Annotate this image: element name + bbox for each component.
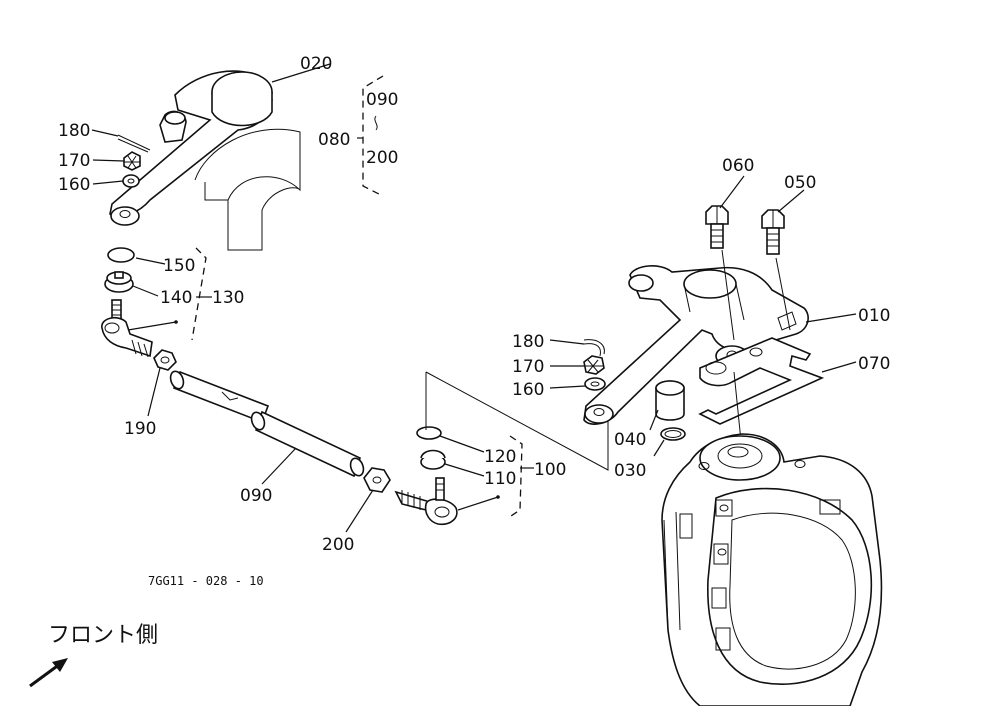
label-040: 040	[614, 430, 646, 450]
bushing-040	[655, 380, 685, 421]
bracket-100	[507, 435, 523, 519]
boot-140	[104, 271, 134, 293]
label-020: 020	[300, 54, 332, 74]
label-060: 060	[722, 156, 754, 176]
label-110: 110	[484, 469, 516, 489]
label-090-range-start: 090	[366, 90, 398, 110]
bolt-050	[761, 209, 785, 255]
leader-180-left	[91, 129, 119, 137]
leader-120	[439, 435, 485, 453]
cotter-pin-180-left	[117, 134, 151, 153]
label-030: 030	[614, 461, 646, 481]
label-050: 050	[784, 173, 816, 193]
leader-090	[261, 447, 297, 485]
label-090: 090	[240, 486, 272, 506]
label-170-left: 170	[58, 151, 90, 171]
label-180-right: 180	[512, 332, 544, 352]
leader-tie-rod-left	[127, 321, 177, 331]
label-080: 080	[318, 130, 350, 150]
leader-030	[653, 439, 665, 457]
label-160-right: 160	[512, 380, 544, 400]
washer-160-right	[584, 377, 606, 391]
leader-060	[719, 175, 745, 209]
leader-160-left	[92, 180, 124, 185]
label-100: 100	[534, 460, 566, 480]
spacer-plate-070	[698, 337, 825, 425]
leader-tie-rod-right	[457, 496, 499, 511]
leader-070	[821, 361, 857, 373]
label-170-right: 170	[512, 357, 544, 377]
washer-160-left	[122, 174, 140, 188]
tie-rod-end-left	[101, 299, 178, 358]
leader-050	[777, 189, 805, 213]
bolt-axis-line-050	[775, 257, 791, 331]
castle-nut-170-left	[123, 151, 141, 171]
leader-190	[147, 367, 161, 417]
cotter-pin-180-right	[583, 339, 605, 357]
leader-170-left	[92, 159, 125, 162]
label-120: 120	[484, 447, 516, 467]
castle-nut-170-right	[583, 355, 605, 375]
tie-rod-pipe-090	[169, 370, 365, 478]
leader-140	[132, 285, 159, 297]
dust-cover-120	[416, 426, 442, 440]
label-010: 010	[858, 306, 890, 326]
label-190: 190	[124, 419, 156, 439]
tilde-080	[374, 115, 378, 131]
label-200-range-end: 200	[366, 148, 398, 168]
o-ring-030	[660, 427, 686, 441]
leader-150	[135, 257, 166, 265]
leader-160-right	[549, 385, 586, 389]
leader-110	[444, 463, 485, 477]
label-150: 150	[163, 256, 195, 276]
label-160-left: 160	[58, 175, 90, 195]
bracket-130	[191, 247, 207, 341]
steering-arm-020	[109, 70, 273, 226]
housing-upper-left	[194, 128, 301, 251]
label-200: 200	[322, 535, 354, 555]
knuckle-arm-010	[583, 265, 809, 425]
leader-020	[271, 63, 331, 83]
label-140: 140	[160, 288, 192, 308]
leader-180-right	[549, 339, 585, 345]
front-direction-arrow-icon	[29, 658, 68, 688]
label-130: 130	[212, 288, 244, 308]
drawing-code: 7GG11 - 028 - 10	[148, 574, 264, 588]
lock-nut-190	[153, 349, 177, 371]
dust-cover-150	[107, 247, 135, 263]
lock-nut-200	[363, 467, 391, 493]
leader-200	[345, 489, 374, 533]
label-070: 070	[858, 354, 890, 374]
axle-housing	[661, 433, 883, 706]
bolt-060	[705, 205, 729, 249]
tie-rod-end-right	[394, 477, 500, 526]
leader-010	[805, 313, 857, 323]
boot-110	[420, 449, 446, 470]
leader-040	[649, 409, 659, 431]
bracket-080	[362, 75, 384, 197]
front-side-label: フロント側	[48, 623, 158, 648]
label-180-left: 180	[58, 121, 90, 141]
